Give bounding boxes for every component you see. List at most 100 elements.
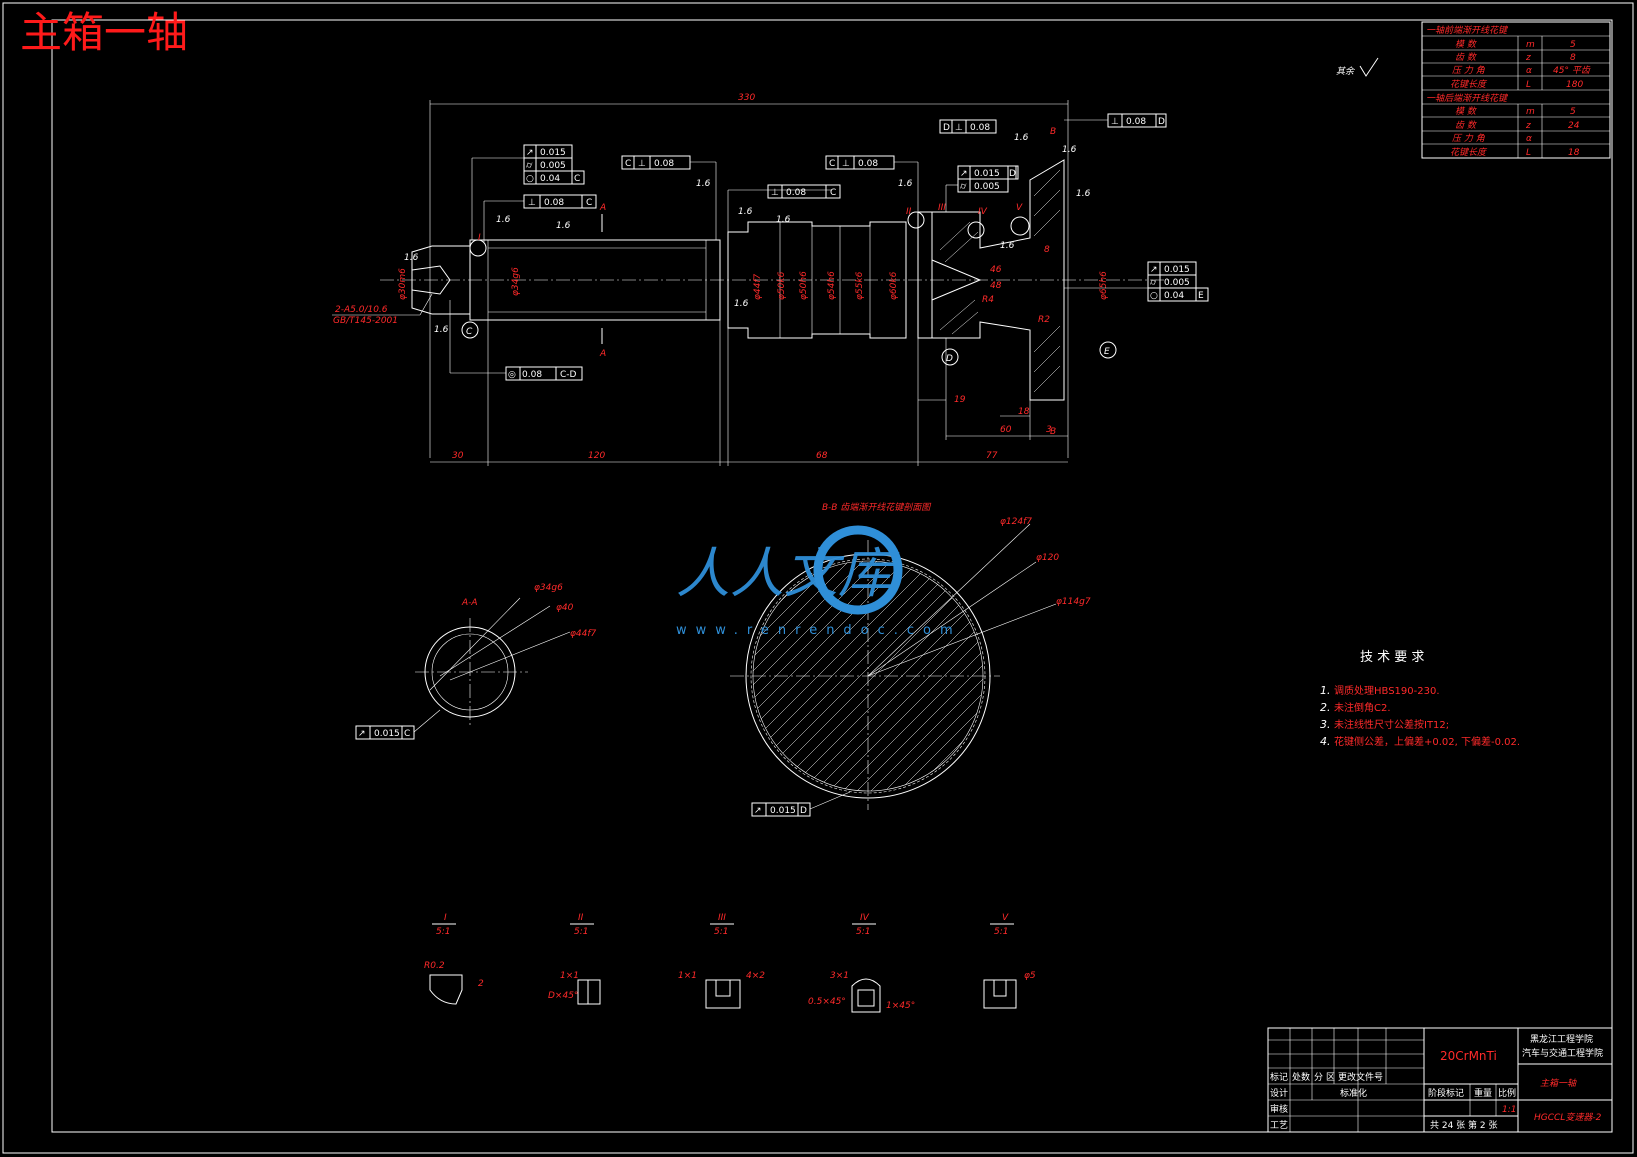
spline-front-row-val: 5	[1570, 40, 1576, 50]
tb-zone: 分	[1314, 1072, 1323, 1083]
perpendicularity-icon: ⊥	[955, 123, 963, 133]
fcf-datum: D	[943, 123, 950, 133]
hatch-line	[897, 561, 983, 791]
dim-overall: 330	[738, 93, 755, 103]
detail-callout-v: V	[1016, 203, 1023, 213]
tech-req-number: 4.	[1320, 735, 1331, 748]
fcf-value: 0.08	[544, 198, 564, 208]
fcf-perp-c-2: C ⊥ 0.08	[621, 155, 717, 240]
cylindricity-icon: ⌭	[960, 182, 967, 192]
detail-callout-ii: II	[906, 207, 912, 217]
section-b-bottom: B	[1050, 427, 1056, 437]
tb-school-2: 汽车与交通工程学院	[1522, 1047, 1603, 1059]
hatch-line	[883, 561, 983, 791]
hatch-line	[981, 561, 983, 791]
hatch-line	[753, 561, 851, 791]
fcf-value: 0.005	[974, 182, 1000, 192]
spline-rear-row-name: 齿 数	[1455, 120, 1477, 131]
watermark-logo	[813, 525, 903, 615]
roundness-icon: ○	[1150, 291, 1158, 301]
tech-req-heading: 技 术 要 求	[1360, 650, 1424, 665]
dim-18: 18	[1018, 407, 1030, 417]
spline-rear-row-val: 24	[1568, 121, 1580, 131]
detail-i-circle	[469, 239, 487, 257]
hatch-line	[996, 546, 1256, 806]
dia-label: φ65h6	[1099, 271, 1109, 300]
fcf-value: 0.005	[1164, 278, 1190, 288]
fcf-datum: C	[404, 729, 410, 739]
ra-mark: 1.6	[696, 179, 711, 189]
fcf-value: 0.015	[540, 148, 566, 158]
fcf-value: 0.04	[540, 174, 560, 184]
hatch-line	[869, 561, 983, 791]
cylindricity-icon: ⌭	[526, 161, 533, 171]
tb-scale: 比例	[1498, 1087, 1516, 1099]
hatch-line	[953, 561, 983, 791]
detail-view-i: I 5:1 R0.2 2	[424, 913, 484, 1005]
aa-dia-1: φ34g6	[534, 583, 563, 593]
dim-48: 48	[990, 281, 1002, 291]
perpendicularity-icon: ⊥	[842, 159, 850, 169]
detail-scale: 5:1	[856, 927, 870, 937]
datum-e: E	[1099, 341, 1117, 359]
fcf-datum: C-D	[560, 370, 577, 380]
gear-ring	[917, 211, 933, 339]
dia-label: φ34g6	[511, 267, 521, 296]
tech-req-text: 花键侧公差，上偏差+0.02, 下偏差-0.02.	[1334, 735, 1520, 748]
spline-front-row-name: 花键长度	[1450, 79, 1488, 90]
fcf-value: 0.005	[540, 161, 566, 171]
spline-front-row-name: 压 力 角	[1452, 65, 1486, 76]
ra-mark: 1.6	[1062, 145, 1077, 155]
watermark: 人人文库 www.renrendoc.com	[676, 525, 953, 638]
perpendicularity-icon: ⊥	[771, 188, 779, 198]
detail-callout-iii: III	[938, 203, 946, 213]
drawing-title: 主箱一轴	[20, 8, 188, 57]
surface-default-label: 其余	[1336, 66, 1355, 77]
runout-icon: ↗	[754, 806, 762, 816]
section-a-top: A	[599, 203, 606, 213]
dim-r4: R4	[982, 295, 994, 305]
spline-front-heading: 一轴前端渐开线花键	[1426, 25, 1509, 36]
fcf-value: 0.015	[374, 729, 400, 739]
spline-front-row-sym: α	[1526, 66, 1532, 76]
tb-material: 20CrMnTi	[1440, 1049, 1497, 1063]
detail-v-circle	[1010, 216, 1030, 236]
spline-rear-row-sym: α	[1526, 134, 1532, 144]
detail-id: IV	[860, 913, 870, 923]
detail-label: φ5	[1024, 971, 1036, 981]
svg-text:D: D	[946, 354, 953, 364]
spline-front-row-name: 模 数	[1455, 39, 1477, 50]
spline-rear-row-sym: z	[1525, 121, 1531, 131]
tb-craft: 工艺	[1270, 1120, 1288, 1131]
fcf-value: 0.015	[770, 806, 796, 816]
fcf-value: 0.08	[970, 123, 990, 133]
hatch-line	[753, 561, 921, 791]
spline-front-row-val: 180	[1566, 80, 1583, 90]
fcf-datum: D	[1009, 169, 1016, 179]
tech-req-text: 未注线性尺寸公差按IT12;	[1334, 718, 1449, 731]
ra-mark: 1.6	[734, 299, 749, 309]
section-a-bottom: A	[599, 349, 606, 359]
ra-mark: 1.6	[776, 215, 791, 225]
aa-dia-3: φ44f7	[570, 629, 597, 639]
datum-d: D	[941, 348, 959, 366]
detail-label: 3×1	[830, 971, 849, 981]
detail-label: 2	[478, 979, 484, 989]
dia-label: φ55k6	[855, 271, 865, 300]
shaft-body	[727, 221, 907, 339]
fcf-datum: C	[625, 159, 631, 169]
dim-68: 68	[816, 451, 828, 461]
hatch-line	[813, 561, 983, 791]
center-hole	[411, 265, 451, 295]
tb-check: 审核	[1270, 1103, 1288, 1115]
detail-id: II	[578, 913, 584, 923]
dim-77: 77	[986, 451, 998, 461]
fcf-coaxiality: ◎ 0.08 C-D	[449, 300, 583, 381]
detail-id: III	[718, 913, 726, 923]
fcf-value: 0.08	[1126, 117, 1146, 127]
ra-mark: 1.6	[496, 215, 511, 225]
fcf-datum: E	[1198, 291, 1204, 301]
detail-view-ii: II 5:1 1×1 D×45°	[548, 913, 601, 1005]
